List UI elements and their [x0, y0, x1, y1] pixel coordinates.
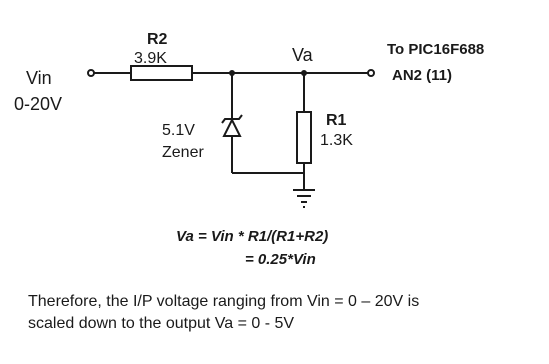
output-target-label: To PIC16F688 [387, 41, 484, 58]
explanation-text: Therefore, the I/P voltage ranging from … [28, 291, 540, 335]
vin-range-label: 0-20V [14, 94, 62, 114]
output-pin-label: AN2 (11) [392, 67, 452, 84]
zener-bar [221, 114, 243, 124]
r1-name-label: R1 [326, 112, 347, 129]
gain-equation: = 0.25*Vin [245, 251, 316, 268]
ground-icon [293, 189, 315, 208]
vin-label: Vin [26, 68, 52, 88]
r1-value-label: 1.3K [320, 132, 353, 149]
zener-label: Zener [162, 144, 204, 161]
explanation-line-1: Therefore, the I/P voltage ranging from … [28, 293, 420, 310]
r1-resistor [296, 111, 312, 164]
r2-name-label: R2 [147, 31, 168, 48]
va-node-label: Va [292, 45, 314, 65]
r2-resistor [130, 65, 193, 81]
vin-terminal [87, 69, 95, 77]
zener-diode-icon [222, 117, 242, 137]
output-terminal [367, 69, 375, 77]
explanation-line-2: scaled down to the output Va = 0 - 5V [28, 315, 295, 332]
divider-equation: Va = Vin * R1/(R1+R2) [176, 228, 329, 245]
r2-value-label: 3.9K [134, 50, 167, 67]
circuit-schematic: Vin 0-20V R2 3.9K Va To PIC16F688 AN2 (1… [14, 31, 484, 208]
zener-value-label: 5.1V [162, 122, 195, 139]
